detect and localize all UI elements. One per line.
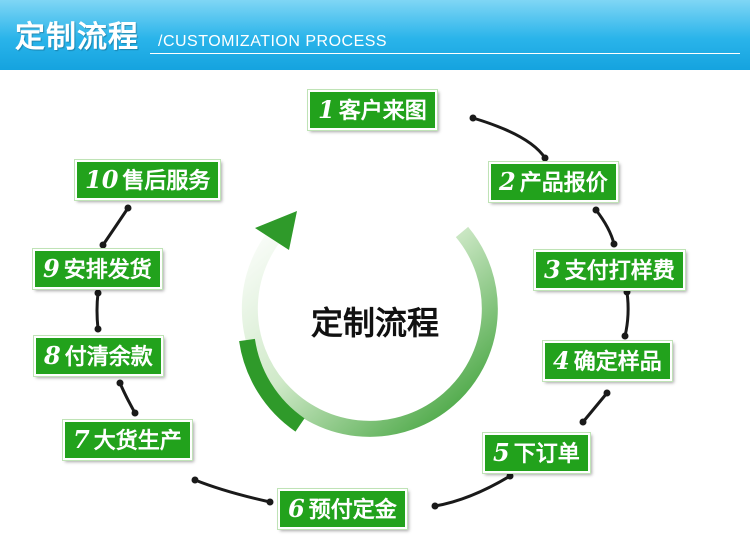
step-number: 5	[493, 438, 510, 467]
connector-5-6	[433, 474, 512, 508]
connector-6-7	[193, 478, 272, 504]
step-number: 3	[544, 255, 561, 284]
step-label: 售后服务	[122, 169, 211, 194]
step-number: 10	[85, 165, 119, 194]
step-label: 大货生产	[93, 429, 182, 454]
page-title: 定制流程	[15, 20, 139, 55]
step-number: 9	[43, 254, 60, 283]
step-label: 下订单	[513, 442, 580, 467]
step-label: 安排发货	[63, 258, 152, 283]
step-label: 支付打样费	[564, 259, 675, 284]
center-title: 定制流程	[310, 304, 439, 342]
step-label: 预付定金	[308, 498, 397, 523]
step-label: 客户来图	[338, 99, 427, 124]
step-number: 7	[73, 425, 90, 454]
step-label: 产品报价	[519, 171, 608, 196]
step-number: 4	[553, 346, 570, 375]
connector-2-3	[594, 208, 616, 246]
connector-4-5	[581, 391, 609, 424]
header-divider	[150, 53, 740, 54]
connector-1-2	[471, 116, 547, 160]
page-subtitle: /CUSTOMIZATION PROCESS	[158, 33, 388, 50]
step-label: 付清余款	[64, 345, 153, 370]
step-number: 6	[288, 494, 305, 523]
connector-8-9	[95, 291, 100, 331]
circular-arrow-icon	[239, 211, 498, 437]
step-number: 8	[44, 341, 61, 370]
step-label: 确定样品	[573, 350, 662, 375]
connector-7-8	[118, 381, 137, 415]
connector-3-4	[623, 290, 630, 338]
connector-9-10	[101, 206, 130, 247]
step-number: 2	[499, 167, 516, 196]
step-number: 1	[318, 95, 335, 124]
header-banner: 定制流程 /CUSTOMIZATION PROCESS	[0, 0, 750, 70]
